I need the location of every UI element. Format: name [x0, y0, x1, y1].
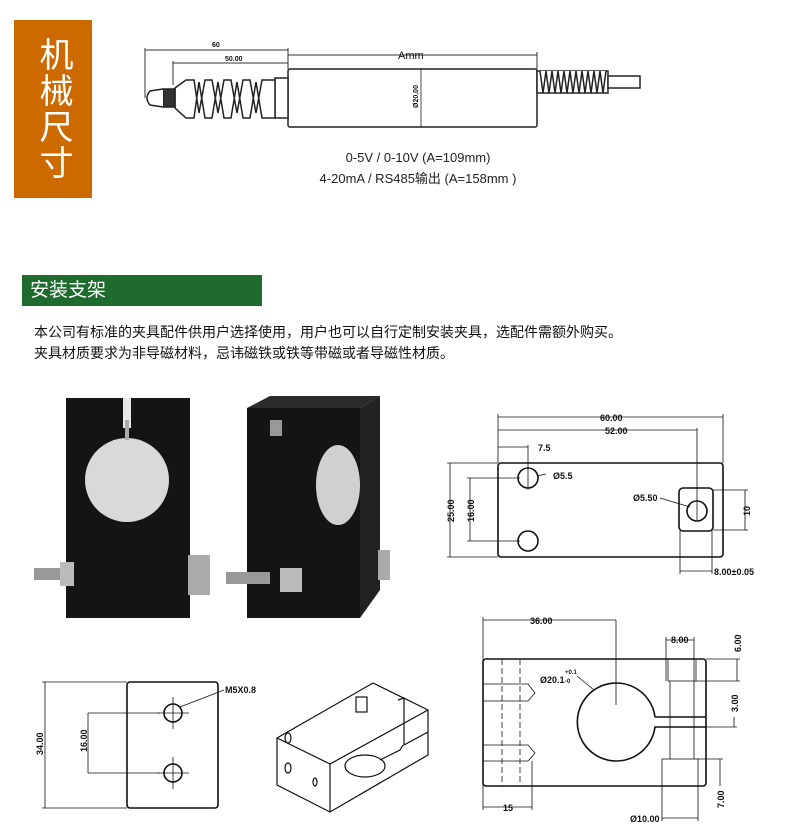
- dim-body-diameter: Ø20.00: [413, 85, 420, 108]
- dim-body-length: Amm: [398, 50, 424, 62]
- dim-hole-5-5: Ø5.5: [553, 471, 573, 481]
- spec-line-current: 4-20mA / RS485输出 (A=158mm ): [319, 171, 517, 186]
- dim-25: 25.00: [446, 499, 456, 522]
- dim-7: 7.00: [716, 790, 726, 808]
- bracket-side-view: M5X0.8 34.00 16.00: [35, 681, 256, 809]
- section-header-mounting-bracket: 安装支架: [22, 275, 262, 306]
- dim-16: 16.00: [466, 499, 476, 522]
- dim-15: 15: [503, 803, 513, 813]
- bracket-top-view: 60.00 52.00 7.5 Ø5.5 Ø5.50 25.00 16.00 1…: [446, 413, 754, 577]
- dim-16: 16.00: [79, 729, 89, 752]
- bracket-front-view: 36.00 8.00 6.00 Ø20.1 +0.1 -0 3.00 7.00 …: [482, 616, 743, 824]
- dim-34: 34.00: [35, 732, 45, 755]
- dim-6: 6.00: [733, 634, 743, 652]
- dim-36: 36.00: [530, 616, 553, 626]
- dim-total-length: 60: [212, 42, 220, 49]
- dim-10: 10: [742, 506, 752, 516]
- dim-52: 52.00: [605, 426, 628, 436]
- dim-thread-m5: M5X0.8: [225, 685, 256, 695]
- dim-8-tolerance: 8.00±0.05: [714, 567, 754, 577]
- dim-10: Ø10.00: [630, 814, 660, 824]
- bracket-photo-angled: [226, 396, 390, 618]
- sensor-dimension-drawing: 60 50.00 Amm Ø20.00: [144, 42, 641, 128]
- dim-60: 60.00: [600, 413, 623, 423]
- bracket-photo-front: [34, 398, 210, 618]
- description-line-1: 本公司有标准的夹具配件供用户选择使用，用户也可以自行定制安装夹具，选配件需额外购…: [34, 325, 622, 341]
- dim-bore-upper-tolerance: +0.1: [565, 670, 578, 676]
- dim-bellows-length: 50.00: [225, 56, 243, 63]
- dim-8: 8.00: [671, 635, 689, 645]
- dim-7-5: 7.5: [538, 443, 551, 453]
- dim-hole-5-50: Ø5.50: [633, 493, 658, 503]
- sensor-body: [146, 68, 641, 128]
- section-tag-mechanical-dimensions: 机械尺寸: [14, 20, 92, 198]
- dim-bore-lower-tolerance: -0: [565, 679, 571, 685]
- bracket-photos: [34, 396, 390, 618]
- dim-3: 3.00: [730, 694, 740, 712]
- bracket-isometric-view: [276, 682, 429, 813]
- spec-line-voltage: 0-5V / 0-10V (A=109mm): [345, 150, 491, 165]
- dim-bore-diameter: Ø20.1: [540, 675, 565, 685]
- section-tag-label: 机械尺寸: [33, 37, 73, 181]
- description-line-2: 夹具材质要求为非导磁材料，忌讳磁铁或铁等带磁或者导磁性材质。: [34, 346, 454, 362]
